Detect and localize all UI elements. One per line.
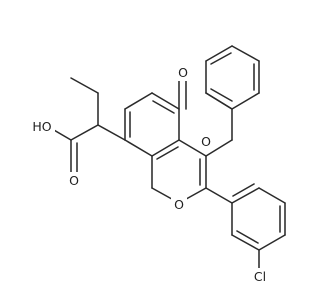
bond xyxy=(124,92,153,110)
structure-diagram: O O O Cl HO O xyxy=(30,45,286,285)
ether-oxygen: O xyxy=(198,133,214,150)
bond xyxy=(97,124,126,141)
bond xyxy=(70,124,99,141)
bond xyxy=(210,88,233,102)
hydroxyl-label: HO xyxy=(32,119,51,134)
ether-oxygen-label: O xyxy=(201,134,211,149)
bond xyxy=(258,187,286,204)
bond xyxy=(210,52,232,65)
carbonyl-oxygen-label: O xyxy=(178,65,188,80)
bonds xyxy=(46,45,286,269)
chlorine-label: Cl xyxy=(254,269,266,284)
bond xyxy=(205,45,233,62)
bond xyxy=(124,139,153,157)
acid-oxygen-label: O xyxy=(69,173,79,188)
molecule-canvas: O O O Cl HO O xyxy=(30,45,286,285)
bond xyxy=(258,234,286,251)
atoms: O O O Cl HO O xyxy=(30,64,271,285)
bond xyxy=(231,187,260,204)
bond xyxy=(231,234,260,251)
bond xyxy=(205,139,233,157)
bond xyxy=(232,183,255,197)
carbonyl-oxygen: O xyxy=(175,64,191,81)
bond xyxy=(151,92,180,110)
bond xyxy=(236,230,259,244)
bond xyxy=(178,139,207,157)
bond xyxy=(156,146,179,160)
acid-oxygen: O xyxy=(66,172,82,189)
bond xyxy=(231,45,260,62)
bond xyxy=(205,187,233,204)
bond xyxy=(231,92,260,110)
bond xyxy=(152,100,175,114)
ring-oxygen-label: O xyxy=(174,197,184,212)
ring-oxygen: O xyxy=(171,196,187,213)
bond xyxy=(205,92,233,110)
chlorine: Cl xyxy=(249,268,271,285)
bond xyxy=(151,139,180,157)
bond xyxy=(70,77,99,94)
hydroxyl-group: HO xyxy=(30,118,55,135)
